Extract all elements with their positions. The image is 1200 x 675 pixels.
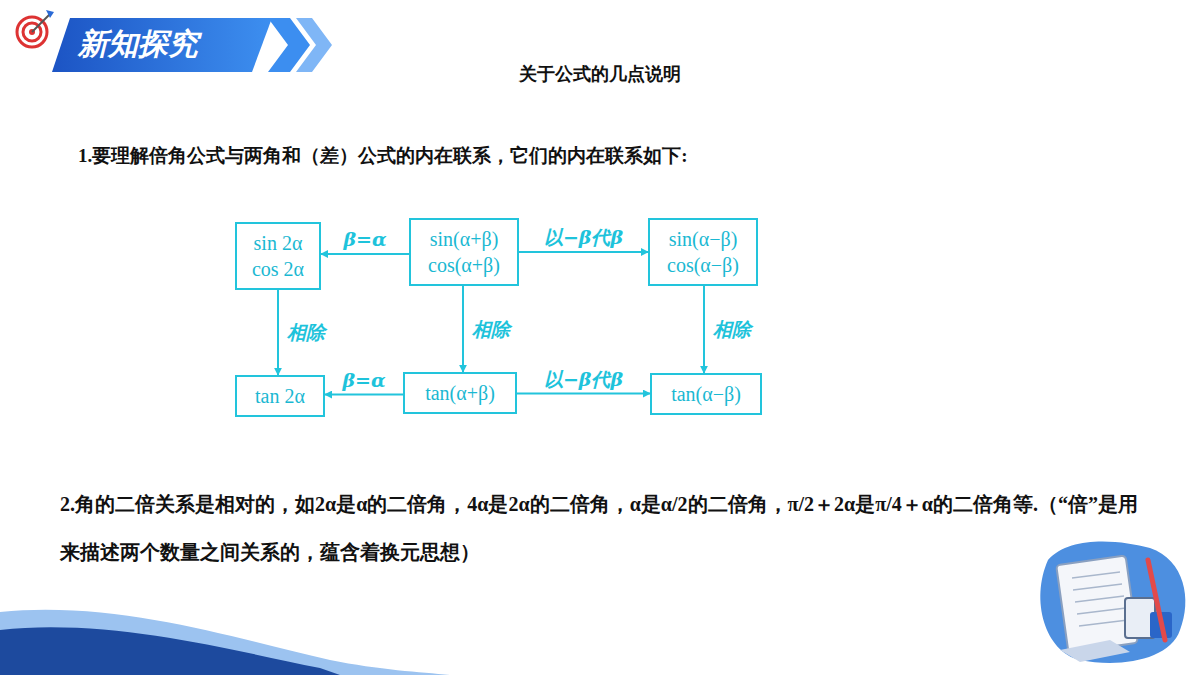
formula-box: sin(α−β) cos(α−β) [648,218,758,286]
formula-box: tan(α+β) [403,372,517,414]
slide-title: 关于公式的几点说明 [300,62,900,86]
formula-box: tan 2α [235,375,325,417]
arrow-connector [517,393,650,395]
edge-label: 相除 [710,318,754,341]
formula-box: sin(α+β) cos(α+β) [409,218,519,286]
formula-text: sin 2α cos 2α [244,230,312,282]
note-text: 1.要理解倍角公式与两角和（差）公式的内在联系，它们的内在联系如下: [78,143,1078,170]
formula-text: tan(α+β) [412,380,508,406]
notebook-illustration [1040,541,1185,662]
wave [0,610,450,675]
edge-label: 相除 [469,318,513,341]
edge-label: 以−β代β [541,226,626,249]
header-banner-text: 新知探究 [78,26,258,62]
edge-label: 以−β代β [541,368,626,391]
formula-box: sin 2α cos 2α [235,222,321,290]
wave [0,627,340,675]
formula-text: sin(α−β) cos(α−β) [657,226,749,278]
edge-label: β=α [340,228,389,251]
header-banner [52,18,272,72]
arrow-connector [462,286,464,372]
arrow-connector [519,251,648,253]
edge-label: β=α [339,369,388,392]
formula-text: tan 2α [244,383,316,409]
formula-text: tan(α−β) [659,381,753,407]
arrow-connector [703,286,705,373]
note-text: 2.角的二倍关系是相对的，如2α是α的二倍角，4α是2α的二倍角，α是α/2的二… [60,480,1150,576]
edge-label: 相除 [284,321,328,344]
formula-box: tan(α−β) [650,373,762,415]
arrow-connector [321,253,409,255]
formula-text: sin(α+β) cos(α+β) [418,226,510,278]
arrow-connector [277,290,279,375]
arrow-connector [325,394,403,396]
chevron [296,18,332,72]
target-icon [17,10,54,47]
